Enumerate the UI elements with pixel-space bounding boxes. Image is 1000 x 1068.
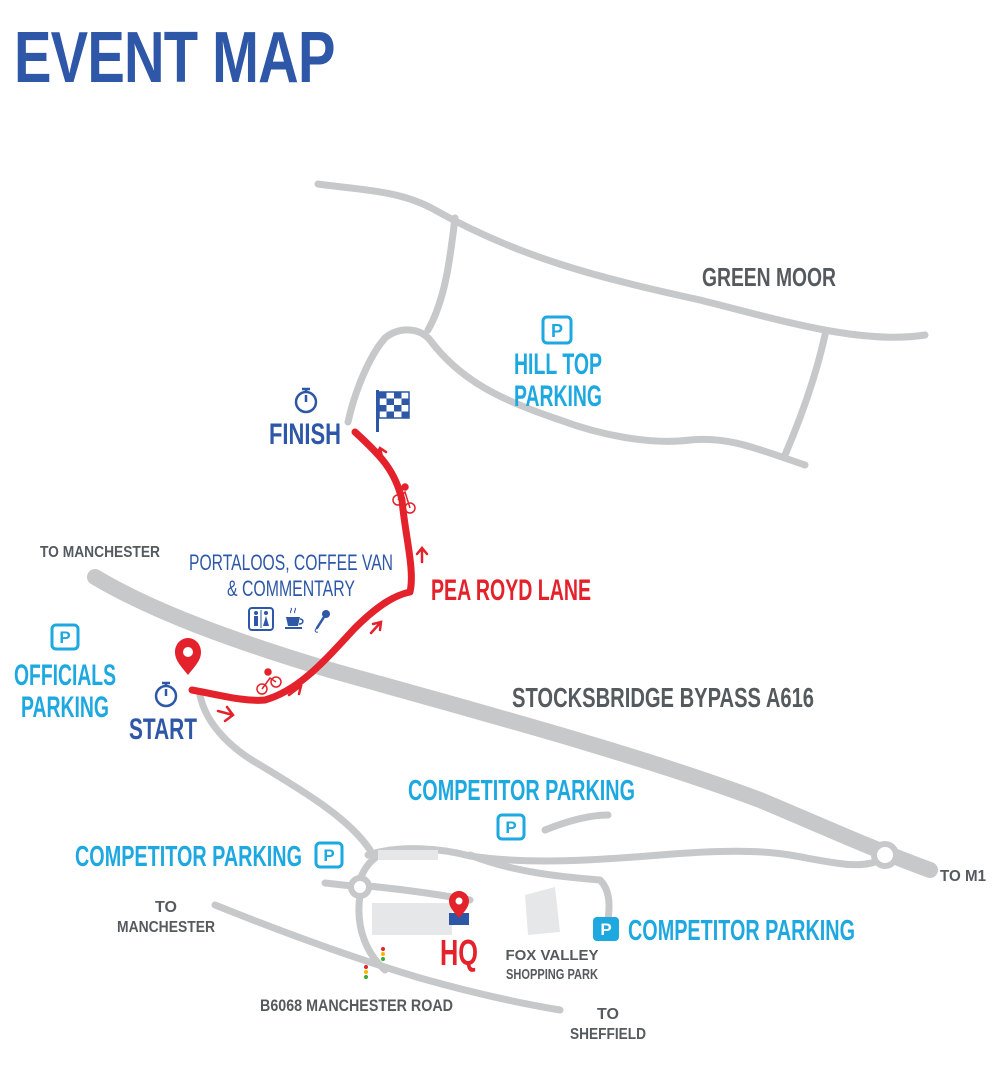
cyclist-icon [256, 668, 282, 695]
parking-icon-letter: P [600, 920, 611, 939]
label-hq: HQ [440, 932, 478, 973]
label-to-manchester-bottom-1: TO [155, 899, 177, 916]
parking-icon [541, 315, 573, 345]
arrow-icon [216, 705, 235, 723]
parking-officials: P OFFICIALS PARKING [14, 623, 116, 724]
route-line [188, 428, 415, 704]
parking-icon [50, 623, 80, 651]
parking-icon [496, 813, 526, 841]
label-b6068: B6068 MANCHESTER ROAD [260, 996, 453, 1015]
shopping-road [466, 851, 613, 924]
checkered-flag-icon [376, 390, 410, 432]
map-pin-icon [175, 638, 201, 675]
label-officials-2: PARKING [21, 691, 109, 724]
stocksbridge-bypass-road [87, 569, 938, 878]
label-competitor-top: COMPETITOR PARKING [408, 775, 635, 807]
stopwatch-icon [154, 681, 178, 708]
map-pin-icon [449, 891, 469, 918]
label-to-manchester-top: TO MANCHESTER [40, 544, 160, 561]
hq-marker: HQ [440, 891, 478, 973]
page-title: EVENT MAP [14, 18, 335, 98]
hq-flag [449, 913, 469, 925]
toilet-icon [248, 607, 274, 631]
parking-competitor-left: COMPETITOR PARKING P [75, 841, 344, 873]
label-to-manchester-bottom-2: MANCHESTER [117, 919, 215, 936]
stopwatch-icon [294, 387, 318, 414]
competitor-link-road [364, 845, 884, 869]
facilities: PORTALOOS, COFFEE VAN & COMMENTARY [189, 550, 393, 633]
roundabout-west [348, 875, 372, 899]
label-fox-valley-1: FOX VALLEY [505, 947, 598, 964]
parking-icon-letter: P [59, 628, 70, 647]
roundabout-east [871, 841, 899, 869]
east-link-road [781, 331, 829, 459]
coffee-cup-icon [285, 607, 304, 629]
label-start: START [129, 713, 197, 746]
parking-competitor-top: COMPETITOR PARKING P [408, 775, 635, 841]
label-officials-1: OFFICIALS [14, 659, 116, 692]
parking-icon-letter: P [551, 321, 563, 341]
label-bypass: STOCKSBRIDGE BYPASS A616 [512, 682, 814, 713]
label-finish: FINISH [269, 418, 341, 451]
label-to-sheffield-1: TO [597, 1006, 619, 1023]
finish-marker: FINISH [269, 387, 410, 451]
green-moor-road [314, 180, 929, 341]
cyclist-icon [392, 483, 416, 514]
label-facilities-2: & COMMENTARY [227, 576, 355, 601]
fox-valley-building [525, 887, 560, 935]
parking-competitor-right: P COMPETITOR PARKING [593, 915, 855, 947]
start-marker: START [129, 638, 201, 746]
arrow-icon [369, 620, 383, 635]
label-to-m1: TO M1 [940, 868, 986, 885]
parking-icon-letter: P [505, 818, 516, 837]
label-competitor-left: COMPETITOR PARKING [75, 841, 302, 873]
parking-icon [314, 841, 344, 869]
traffic-light-icon [364, 965, 368, 979]
label-fox-valley-2: SHOPPING PARK [506, 966, 598, 983]
roundabout-west-road [321, 879, 474, 904]
microphone-icon [314, 610, 330, 633]
label-to-sheffield-2: SHEFFIELD [570, 1026, 646, 1043]
arrow-icon [374, 446, 388, 463]
building [378, 850, 438, 860]
hq-building [372, 903, 452, 935]
label-hill-top-1: HILL TOP [514, 348, 602, 381]
label-facilities-1: PORTALOOS, COFFEE VAN [189, 550, 393, 575]
b6068-road [211, 901, 564, 1014]
north-link-road [424, 214, 459, 334]
arrow-icon [415, 546, 429, 564]
parking-hill-top: P HILL TOP PARKING [514, 315, 602, 413]
direction-arrows [216, 446, 429, 723]
label-green-moor: GREEN MOOR [702, 262, 836, 292]
arrow-icon [287, 684, 303, 697]
parking-icon-letter: P [323, 846, 334, 865]
label-competitor-right: COMPETITOR PARKING [628, 915, 855, 947]
start-access-road [196, 691, 374, 854]
parking-icon [593, 917, 619, 941]
label-pea-royd-lane: PEA ROYD LANE [431, 574, 591, 607]
label-hill-top-2: PARKING [514, 380, 602, 413]
east-spur-road [541, 811, 612, 834]
loop-road [344, 326, 809, 469]
race-route [188, 428, 429, 723]
traffic-light-icon [381, 947, 385, 961]
